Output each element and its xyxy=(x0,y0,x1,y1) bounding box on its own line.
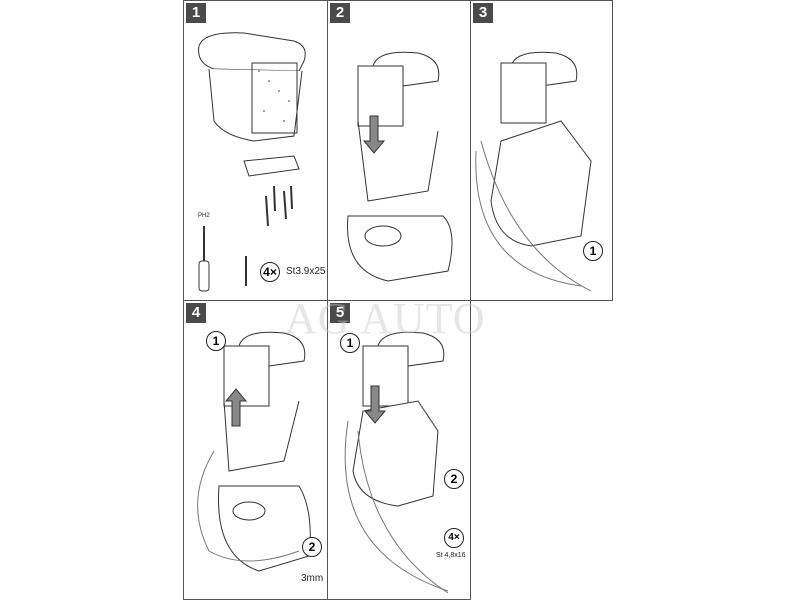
step-number: 1 xyxy=(186,3,206,23)
hex-key-size: 3mm xyxy=(301,573,324,584)
screw-spec: St 4,8x16 xyxy=(436,552,466,559)
quantity-badge: 4× xyxy=(260,262,280,282)
screwdriver-label: PH2 xyxy=(198,213,210,219)
step-number: 3 xyxy=(473,3,493,23)
armrest-illustration xyxy=(197,331,311,572)
step-number: 5 xyxy=(330,303,350,323)
sub-step-1-badge: 1 xyxy=(206,331,226,351)
sub-step-badge: 1 xyxy=(583,241,603,261)
armrest-illustration xyxy=(198,32,306,292)
armrest-illustration xyxy=(344,331,449,594)
step-number: 4 xyxy=(186,303,206,323)
armrest-illustration xyxy=(347,51,453,282)
step-4-panel: 4 1 2 3mm xyxy=(183,300,328,600)
screw-spec: St3.9x25 xyxy=(286,266,326,277)
step-number: 2 xyxy=(330,3,350,23)
sub-step-2-badge: 2 xyxy=(444,469,464,489)
watermark: AG AUTO xyxy=(285,294,486,343)
step-1-panel: 1 PH2 4× St3.9x25 xyxy=(183,0,328,301)
step-5-panel: 5 1 2 4× St 4,8x16 xyxy=(327,300,471,600)
sub-step-1-badge: 1 xyxy=(340,333,360,353)
quantity-badge: 4× xyxy=(444,528,464,548)
step-2-panel: 2 xyxy=(327,0,471,301)
armrest-illustration xyxy=(475,51,592,292)
sub-step-2-badge: 2 xyxy=(302,537,322,557)
step-3-panel: 3 1 xyxy=(470,0,613,301)
